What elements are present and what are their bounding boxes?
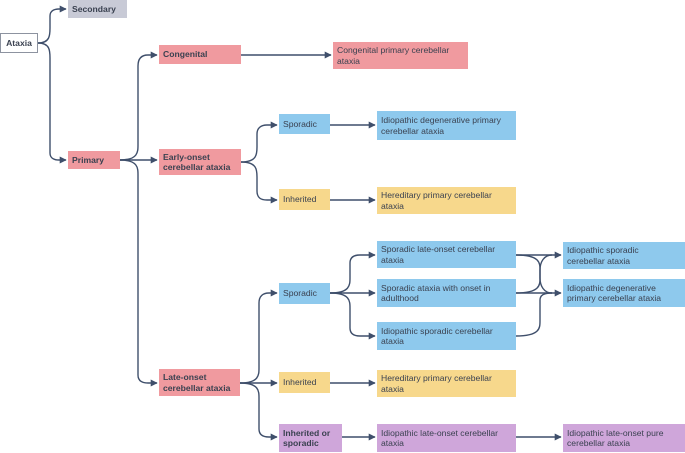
node-label: Sporadic bbox=[283, 118, 317, 129]
node-label: Inherited bbox=[283, 194, 317, 205]
node-label: Hereditary primary cerebellar ataxia bbox=[381, 190, 492, 211]
connector bbox=[119, 159, 158, 387]
node-label: Primary bbox=[72, 154, 105, 165]
connector bbox=[329, 251, 376, 294]
node-label: Secondary bbox=[72, 3, 116, 14]
node-label: Idiopathic sporadic cerebellar ataxia bbox=[567, 245, 639, 266]
node-early-sporadic: Sporadic bbox=[279, 114, 330, 134]
node-label: Idiopathic sporadic cerebellar ataxia bbox=[381, 325, 493, 347]
node-early-inherited: Inherited bbox=[279, 189, 330, 210]
node-early-onset: Early-onset cerebellar ataxia bbox=[159, 149, 241, 175]
node-label: Idiopathic degenerative primary cerebell… bbox=[381, 115, 501, 136]
connector bbox=[119, 51, 158, 161]
node-label: Idiopathic degenerative primary cerebell… bbox=[567, 282, 662, 304]
connector bbox=[37, 5, 67, 44]
node-late-sporadic-result-1: Idiopathic sporadic cerebellar ataxia bbox=[563, 242, 685, 269]
node-early-sporadic-result: Idiopathic degenerative primary cerebell… bbox=[377, 111, 516, 140]
node-congenital-result: Congenital primary cerebellar ataxia bbox=[333, 42, 468, 69]
node-late-sporadic-1: Sporadic late-onset cerebellar ataxia bbox=[377, 241, 516, 268]
node-late-mixed: Inherited or sporadic bbox=[279, 424, 342, 452]
node-label: Idiopathic late-onset pure cerebellar at… bbox=[567, 427, 664, 449]
node-label: Sporadic ataxia with onset in adulthood bbox=[381, 282, 491, 304]
node-label: Inherited bbox=[283, 377, 317, 388]
connector bbox=[239, 289, 278, 384]
node-label: Congenital bbox=[163, 49, 208, 60]
node-late-inherited: Inherited bbox=[279, 372, 330, 393]
node-late-inherited-result: Hereditary primary cerebellar ataxia bbox=[377, 370, 516, 397]
node-late-mixed-1: Idiopathic late-onset cerebellar ataxia bbox=[377, 424, 516, 452]
node-label: Sporadic bbox=[283, 288, 317, 299]
connector bbox=[239, 382, 278, 441]
node-early-inherited-result: Hereditary primary cerebellar ataxia bbox=[377, 187, 516, 214]
connector bbox=[515, 254, 553, 294]
node-late-sporadic-result-2: Idiopathic degenerative primary cerebell… bbox=[563, 279, 685, 307]
connector bbox=[240, 161, 278, 204]
node-secondary: Secondary bbox=[68, 0, 127, 18]
node-label: Sporadic late-onset cerebellar ataxia bbox=[381, 244, 496, 265]
connector bbox=[515, 292, 553, 337]
node-label: Inherited or sporadic bbox=[283, 427, 331, 449]
node-label: Late-onset cerebellar ataxia bbox=[163, 372, 231, 393]
node-label: Ataxia bbox=[6, 37, 32, 48]
node-label: Idiopathic late-onset cerebellar ataxia bbox=[381, 427, 499, 449]
node-ataxia: Ataxia bbox=[0, 33, 38, 53]
connector bbox=[37, 42, 67, 164]
node-late-mixed-result: Idiopathic late-onset pure cerebellar at… bbox=[563, 424, 685, 452]
node-label: Congenital primary cerebellar ataxia bbox=[337, 45, 450, 66]
node-late-onset: Late-onset cerebellar ataxia bbox=[159, 369, 240, 396]
node-late-sporadic-3: Idiopathic sporadic cerebellar ataxia bbox=[377, 322, 516, 350]
node-late-sporadic-2: Sporadic ataxia with onset in adulthood bbox=[377, 279, 516, 307]
connector bbox=[240, 121, 278, 163]
connector bbox=[329, 292, 376, 340]
node-label: Early-onset cerebellar ataxia bbox=[163, 151, 231, 173]
node-late-sporadic: Sporadic bbox=[279, 283, 330, 304]
connector bbox=[515, 254, 553, 294]
node-congenital: Congenital bbox=[159, 45, 241, 64]
node-label: Hereditary primary cerebellar ataxia bbox=[381, 373, 492, 394]
node-primary: Primary bbox=[68, 151, 120, 169]
